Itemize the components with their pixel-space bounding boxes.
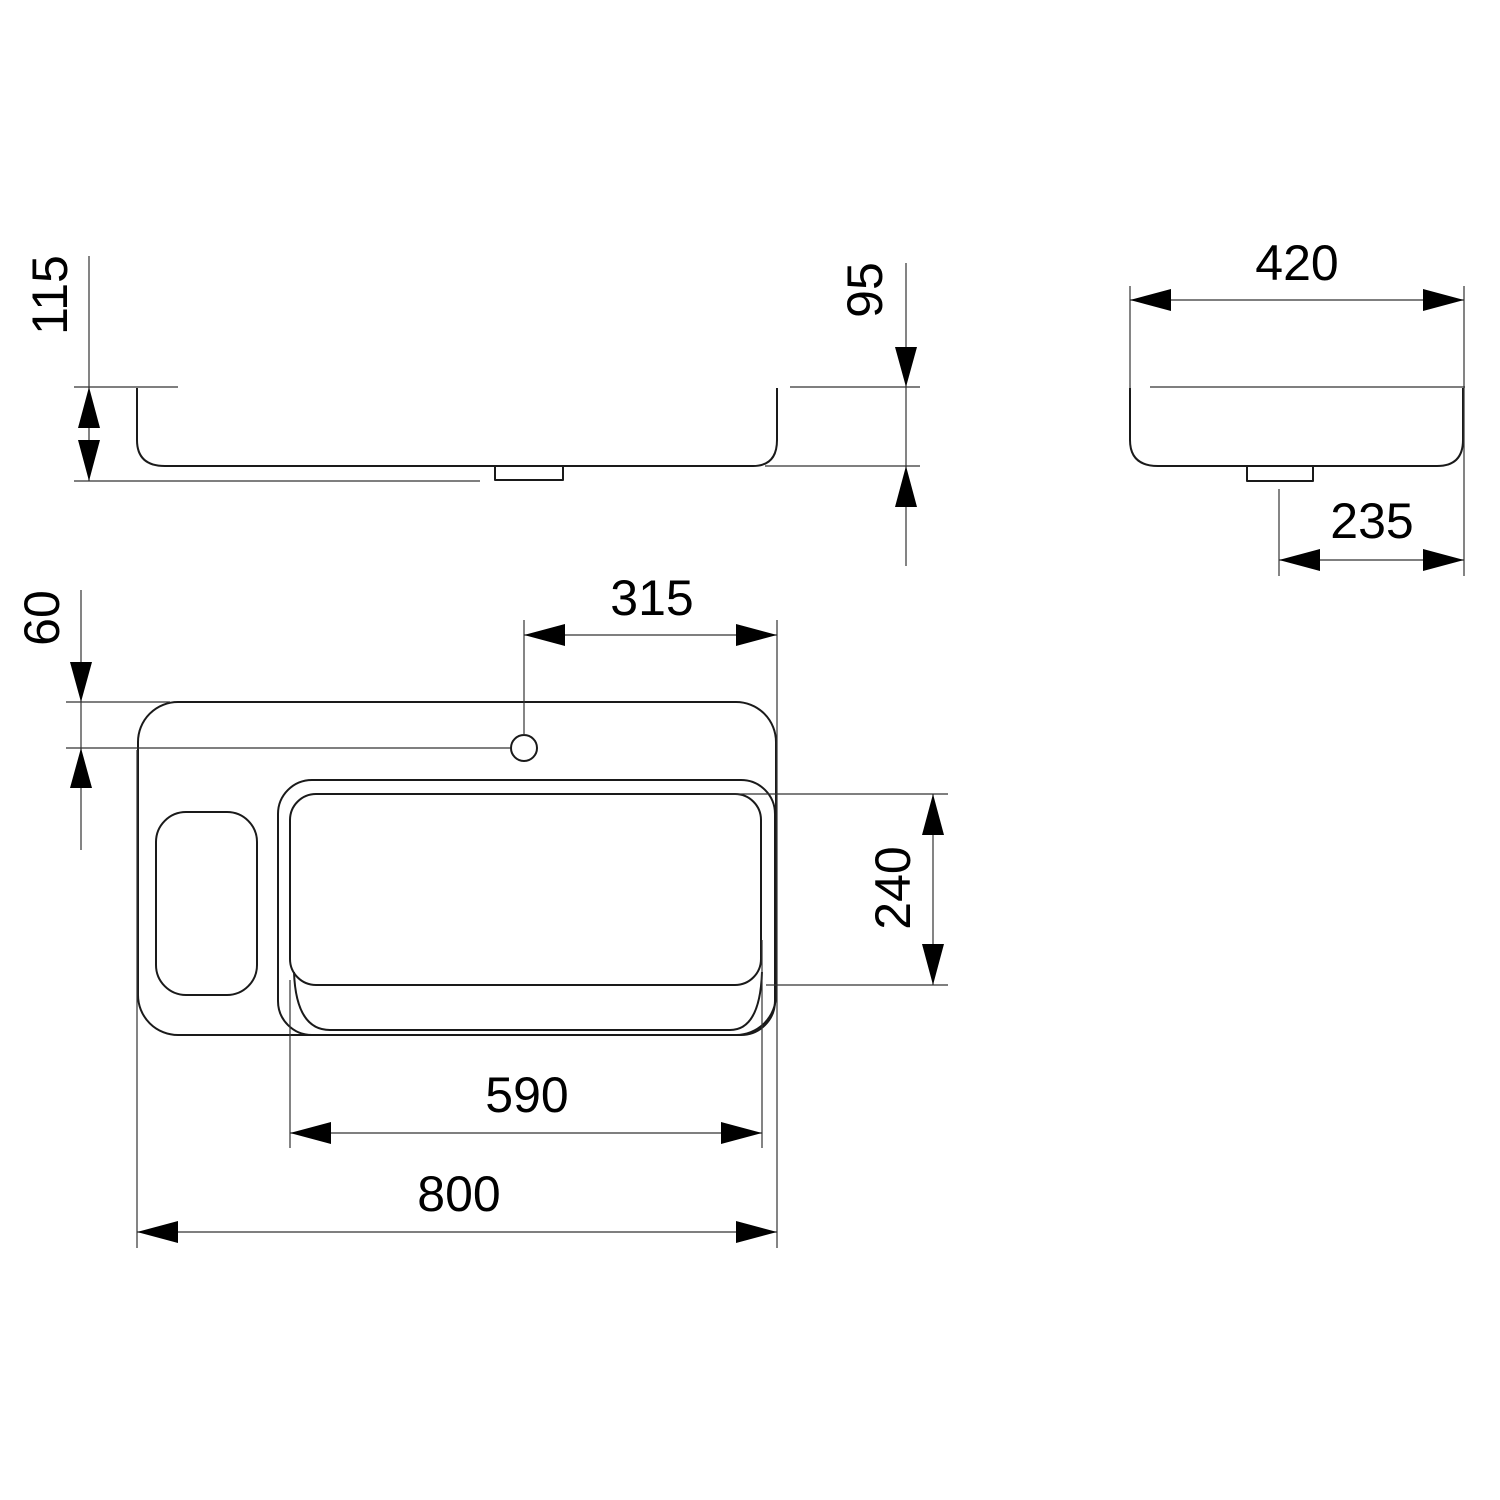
main-bowl-slope [293, 971, 763, 1031]
dim-240-label: 240 [865, 846, 921, 929]
dim-115-arrow-bottom [78, 440, 100, 481]
dim-235-label: 235 [1330, 493, 1413, 549]
dim-115-label: 115 [22, 255, 78, 335]
side-shelf-recess [155, 811, 258, 996]
dim-240-arrow-top [922, 794, 944, 835]
dim-115-arrow-top [78, 387, 100, 428]
side-view: 420 235 [1129, 235, 1465, 576]
dim-800-label: 800 [417, 1166, 500, 1222]
dim-590-arrow-right [721, 1122, 762, 1144]
dim-235-arrow-right [1423, 549, 1464, 571]
dim-235-arrow-left [1279, 549, 1320, 571]
side-basin-outline [1129, 388, 1464, 467]
front-drain-outlet [494, 466, 564, 481]
dim-315-label: 315 [610, 570, 693, 626]
dim-590-label: 590 [485, 1067, 568, 1123]
front-basin-outline [136, 388, 778, 467]
dim-420-label: 420 [1255, 235, 1338, 291]
top-view: 60 315 240 590 800 [14, 570, 948, 1248]
tap-hole [510, 734, 538, 762]
dim-95-arrow-bottom [895, 466, 917, 507]
front-view: 115 95 [22, 255, 920, 566]
dim-315-arrow-left [524, 624, 565, 646]
dim-95-label: 95 [837, 262, 893, 318]
main-bowl-outer [277, 779, 776, 1036]
dim-590-arrow-left [290, 1122, 331, 1144]
dim-420-arrow-right [1423, 289, 1464, 311]
dim-60-arrow-bottom [70, 748, 92, 788]
dim-800-arrow-right [736, 1221, 777, 1243]
dim-60-label: 60 [14, 590, 70, 646]
main-bowl-inner [289, 793, 762, 986]
dim-60-arrow-top [70, 662, 92, 702]
side-drain-outlet [1246, 466, 1314, 482]
dim-315-arrow-right [736, 624, 777, 646]
dim-800-arrow-left [137, 1221, 178, 1243]
dim-95-arrow-top [895, 347, 917, 387]
dim-420-arrow-left [1130, 289, 1171, 311]
dim-240-arrow-bottom [922, 944, 944, 985]
